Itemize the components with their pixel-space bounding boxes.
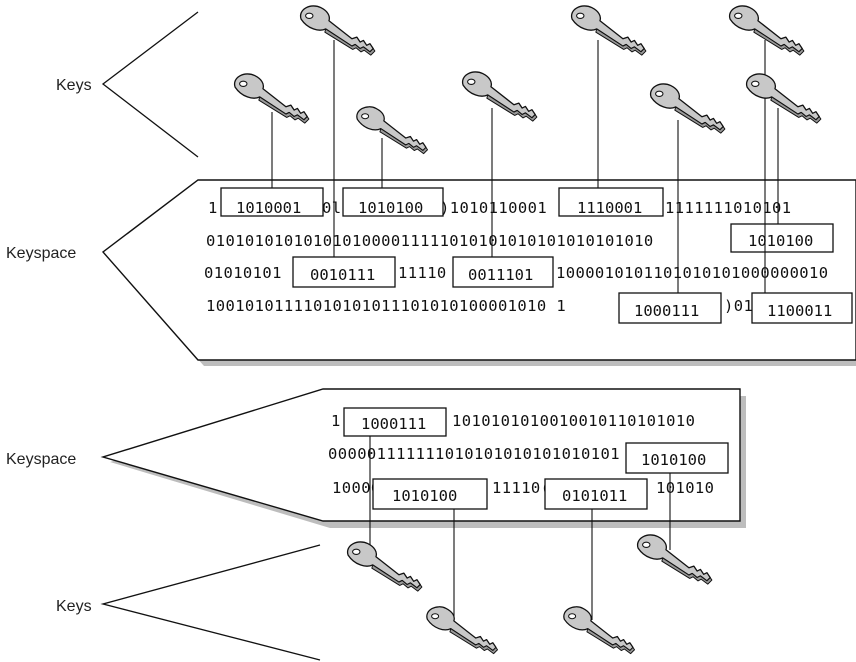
bit-row-top-1d: 1111111010101 — [665, 199, 792, 217]
key-box-top-4: 1010100 — [730, 223, 834, 253]
bit-row-top-2: 0101010101010101000011111010101010101010… — [206, 232, 654, 250]
bit-row-bottom-3c: 101010 — [656, 479, 714, 497]
svg-text:1010100: 1010100 — [358, 199, 423, 217]
keyspace-label-top: Keyspace — [6, 245, 76, 262]
key-icon — [356, 106, 429, 155]
keyspace-label-bottom: Keyspace — [6, 451, 76, 468]
key-icon — [563, 606, 636, 655]
key-icon — [745, 73, 822, 124]
svg-text:1110001: 1110001 — [577, 199, 642, 217]
key-box-top-5: 0010111 — [292, 256, 396, 288]
svg-text:1100011: 1100011 — [767, 302, 832, 320]
keys-bracket-bottom — [100, 544, 321, 661]
key-icon — [426, 606, 499, 655]
bit-row-top-3a: 01010101 — [204, 264, 282, 282]
bit-row-top-3c: 1000010101101010101000000010 — [556, 264, 829, 282]
svg-text:1010100: 1010100 — [748, 232, 813, 250]
svg-text:1000111: 1000111 — [634, 302, 699, 320]
bit-row-top-1c: )1010110001 — [440, 199, 547, 217]
svg-text:0010111: 0010111 — [310, 266, 375, 284]
bit-row-top-4b: )01 — [724, 297, 753, 315]
key-icon — [636, 534, 713, 585]
svg-text:1010100: 1010100 — [641, 451, 706, 469]
svg-text:1010100: 1010100 — [392, 487, 457, 505]
bit-row-bottom-3b: 11110( — [492, 479, 550, 497]
key-box-top-1: 1010001 — [220, 187, 324, 217]
keys-label-top: Keys — [56, 77, 92, 94]
bottom-section: Keyspace 1( 1010101010010010110101010 00… — [6, 388, 746, 661]
key-box-top-8: 1100011 — [751, 292, 853, 324]
key-icon — [728, 5, 805, 56]
connector-lines-bottom — [369, 436, 671, 620]
bit-row-top-4a: 10010101111010101011101010100001010 1 — [206, 297, 566, 315]
bit-row-top-1b: 0l — [322, 199, 341, 217]
key-icon — [570, 5, 647, 56]
svg-text:0101011: 0101011 — [562, 487, 627, 505]
bit-row-bottom-1b: 1010101010010010110101010 — [452, 412, 695, 430]
keys-bracket-top — [101, 11, 199, 158]
key-box-bottom-1: 1000111 — [343, 407, 447, 437]
svg-text:1000111: 1000111 — [361, 415, 426, 433]
key-box-bottom-4: 0101011 — [544, 478, 648, 510]
svg-text:0011101: 0011101 — [468, 266, 533, 284]
key-icon — [346, 541, 423, 592]
key-box-top-7: 1000111 — [618, 292, 722, 324]
key-box-top-2: 1010100 — [342, 187, 444, 217]
svg-text:1010001: 1010001 — [236, 199, 301, 217]
keys-label-bottom: Keys — [56, 598, 92, 615]
key-icon — [299, 5, 376, 56]
key-box-bottom-3: 1010100 — [372, 478, 488, 510]
key-box-bottom-2: 1010100 — [625, 442, 729, 474]
key-icon — [461, 71, 538, 122]
bit-row-top-3b: 11110 — [398, 264, 447, 282]
key-icon — [649, 83, 726, 134]
key-box-top-3: 1110001 — [558, 187, 664, 217]
key-box-top-6: 0011101 — [452, 256, 554, 288]
bit-row-bottom-2: 000001111111010101010101010101 — [328, 445, 620, 463]
top-section: Keys Keyspace 1( 0l )1010110001 11111110… — [6, 5, 856, 366]
